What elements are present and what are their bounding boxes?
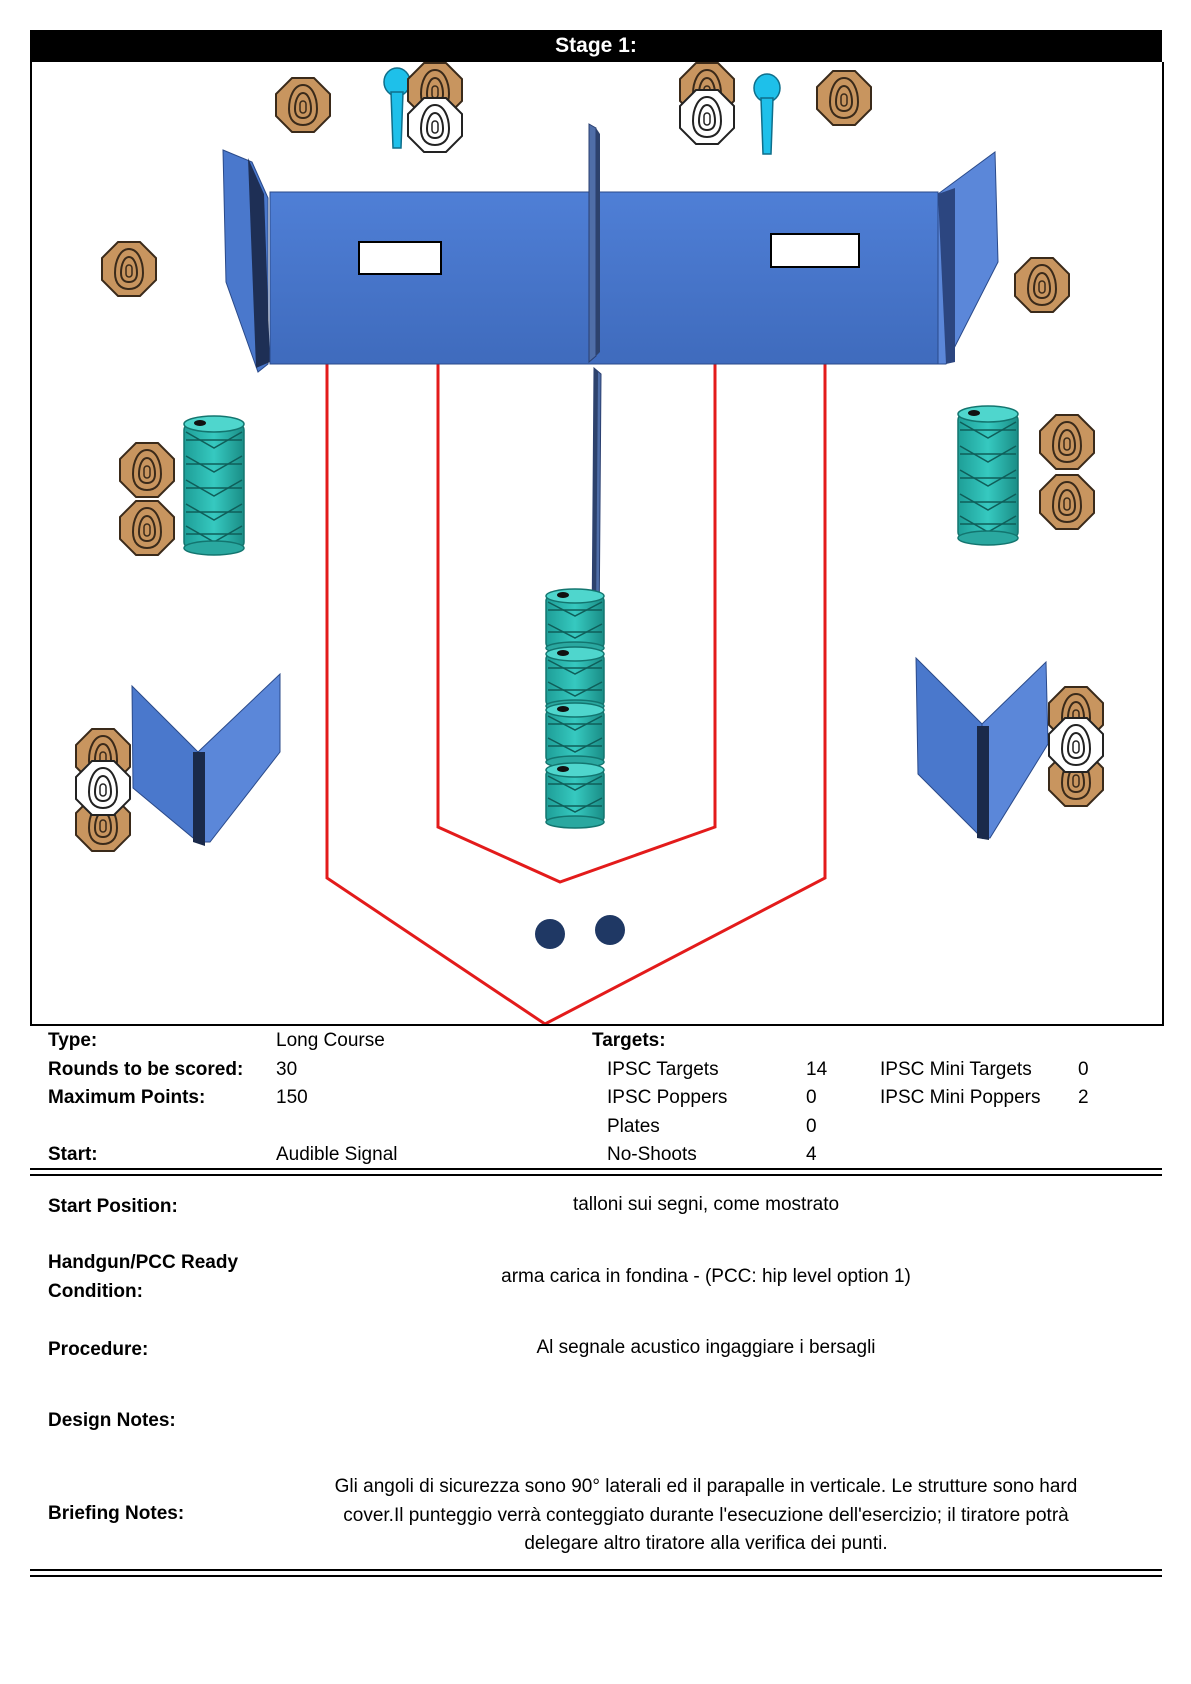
v-wall-left xyxy=(131,672,281,846)
ready-condition-label-line1: Handgun/PCC Ready xyxy=(48,1252,239,1273)
start-value: Audible Signal xyxy=(276,1144,398,1165)
main-wall xyxy=(222,123,999,373)
plates-label: Plates xyxy=(607,1116,660,1137)
ipsc-targets-count: 14 xyxy=(806,1059,828,1080)
ipsc-poppers-count: 0 xyxy=(806,1087,817,1108)
divider-bottom xyxy=(30,1569,1162,1577)
start-position-value: talloni sui segni, come mostrato xyxy=(572,1194,840,1215)
mini-poppers-count: 2 xyxy=(1078,1087,1089,1108)
design-notes-label: Design Notes: xyxy=(48,1410,176,1431)
fault-lines xyxy=(325,364,827,1024)
briefing-notes-line3: delegare altro tiratore alla verifica de… xyxy=(524,1533,888,1554)
briefing-notes-line2: cover.Il punteggio verrà conteggiato dur… xyxy=(343,1505,1069,1526)
no-shoots-label: No-Shoots xyxy=(607,1144,697,1165)
type-label: Type: xyxy=(48,1030,98,1051)
mini-targets-count: 0 xyxy=(1078,1059,1089,1080)
no-shoots-count: 4 xyxy=(806,1144,817,1165)
stage-diagram xyxy=(75,62,1104,1024)
procedure-value: Al segnale acustico ingaggiare i bersagl… xyxy=(536,1337,876,1358)
mini-poppers-label: IPSC Mini Poppers xyxy=(880,1087,1041,1108)
mini-targets-label: IPSC Mini Targets xyxy=(880,1059,1032,1080)
center-panel xyxy=(591,366,602,640)
barrels xyxy=(183,405,1019,829)
ready-condition-label-line2: Condition: xyxy=(48,1281,143,1302)
ipsc-poppers-label: IPSC Poppers xyxy=(607,1087,728,1108)
rounds-value: 30 xyxy=(276,1059,298,1080)
plates-count: 0 xyxy=(806,1116,817,1137)
ready-condition-value: arma carica in fondina - (PCC: hip level… xyxy=(501,1266,911,1287)
max-points-value: 150 xyxy=(276,1087,308,1108)
start-label: Start: xyxy=(48,1144,98,1165)
divider-top xyxy=(30,1168,1162,1176)
type-value: Long Course xyxy=(276,1030,385,1051)
start-position-marks xyxy=(535,915,625,949)
max-points-label: Maximum Points: xyxy=(48,1087,206,1108)
targets-label: Targets: xyxy=(592,1030,666,1051)
rounds-label: Rounds to be scored: xyxy=(48,1059,244,1080)
procedure-label: Procedure: xyxy=(48,1339,149,1360)
start-position-label: Start Position: xyxy=(48,1196,178,1217)
stage-title: Stage 1: xyxy=(30,30,1162,62)
briefing-notes-line1: Gli angoli di sicurezza sono 90° lateral… xyxy=(334,1476,1078,1497)
v-wall-right xyxy=(915,656,1049,840)
briefing-notes-label: Briefing Notes: xyxy=(48,1503,185,1524)
ipsc-targets-label: IPSC Targets xyxy=(607,1059,719,1080)
